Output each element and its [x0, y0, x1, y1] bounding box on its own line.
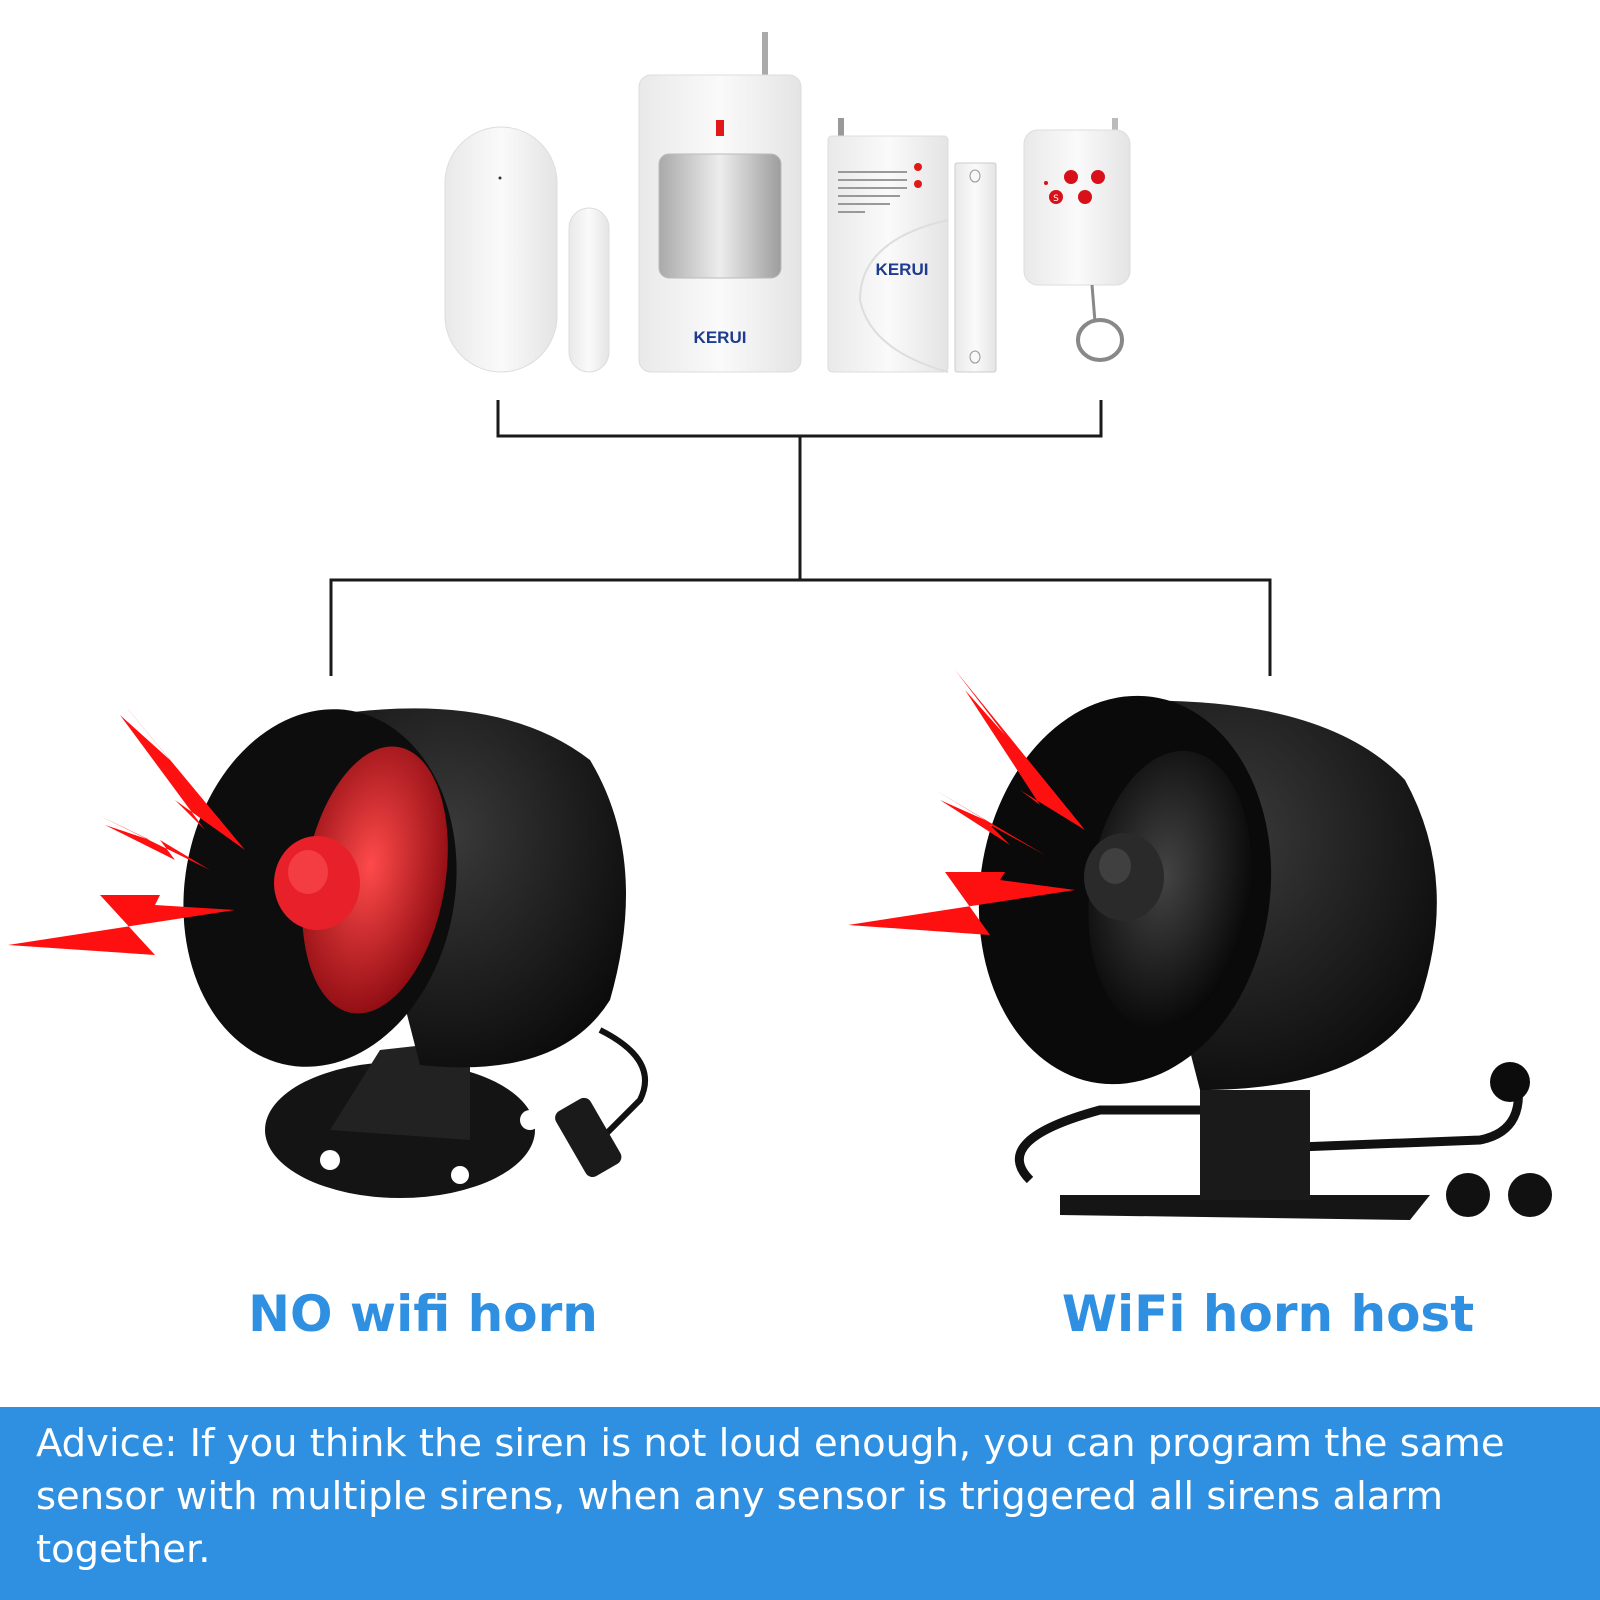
- door-sensor: [444, 126, 610, 373]
- magnetic-door-contact: KERUI: [827, 118, 997, 373]
- pir-motion-sensor: KERUI: [638, 32, 802, 373]
- connector-lines: [329, 400, 1272, 676]
- kerui-logo: KERUI: [694, 328, 747, 347]
- kerui-logo: KERUI: [876, 260, 929, 279]
- no-wifi-horn-label: NO wifi horn: [248, 1285, 598, 1343]
- wifi-horn-host-label: WiFi horn host: [1061, 1285, 1475, 1343]
- sos-button-glyph: S: [1053, 194, 1059, 204]
- remote-keyfob: S: [1023, 118, 1131, 362]
- sound-lightning-icon: [8, 670, 1085, 955]
- siren-wifi-host: [978, 695, 1552, 1220]
- siren-no-wifi: [183, 708, 648, 1198]
- advice-banner: Advice: If you think the siren is not lo…: [0, 1407, 1600, 1600]
- advice-text: Advice: If you think the siren is not lo…: [36, 1421, 1505, 1572]
